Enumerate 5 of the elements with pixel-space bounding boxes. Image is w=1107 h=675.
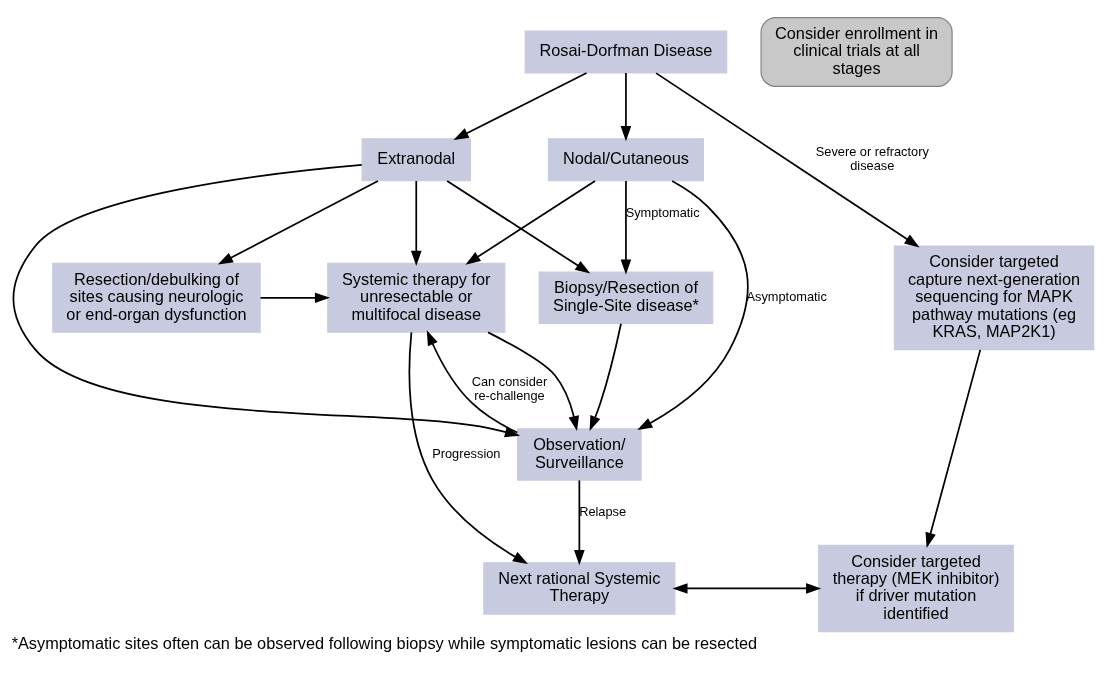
edge-label: Relapse — [579, 503, 627, 519]
edge-label: Progression — [432, 445, 501, 461]
edge-label: Severe or refractory disease — [815, 143, 929, 173]
caption: *Asymptomatic sites often can be observed following biopsy while symptomatic lesions can be resected — [11, 633, 758, 652]
edge-label: Can consider re-challenge — [471, 373, 548, 403]
